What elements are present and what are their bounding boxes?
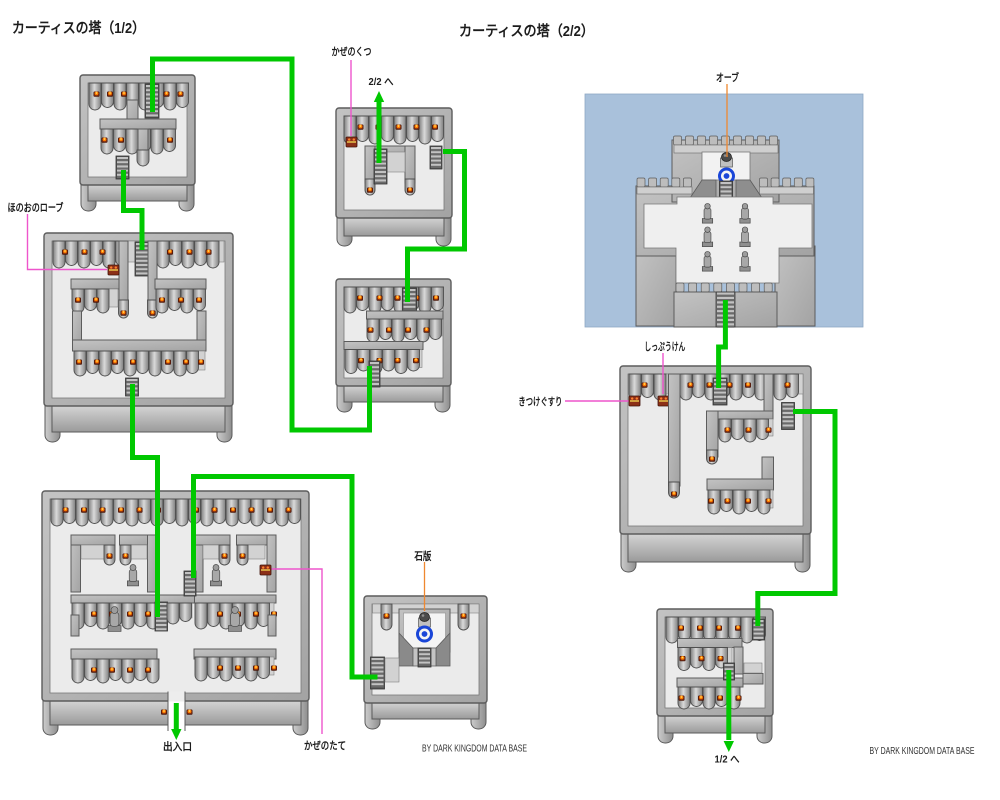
svg-text:カーティスの塔（1/2）: カーティスの塔（1/2） <box>12 19 145 37</box>
svg-text:きつけぐすり: きつけぐすり <box>518 396 562 408</box>
svg-text:カーティスの塔（2/2）: カーティスの塔（2/2） <box>459 22 594 40</box>
svg-text:ほのおのローブ: ほのおのローブ <box>8 201 64 214</box>
svg-text:しっぷうけん: しっぷうけん <box>644 341 685 353</box>
svg-text:BY DARK KINGDOM DATA BASE: BY DARK KINGDOM DATA BASE <box>422 743 527 754</box>
svg-text:BY DARK KINGDOM DATA BASE: BY DARK KINGDOM DATA BASE <box>870 746 975 757</box>
svg-text:オーブ: オーブ <box>716 71 739 84</box>
svg-text:2/2 へ: 2/2 へ <box>369 76 394 88</box>
svg-text:石版: 石版 <box>414 550 432 563</box>
svg-text:かぜのたて: かぜのたて <box>304 740 346 752</box>
svg-text:1/2 へ: 1/2 へ <box>715 754 740 766</box>
svg-text:出入口: 出入口 <box>163 740 192 753</box>
svg-text:かぜのくつ: かぜのくつ <box>332 46 372 58</box>
